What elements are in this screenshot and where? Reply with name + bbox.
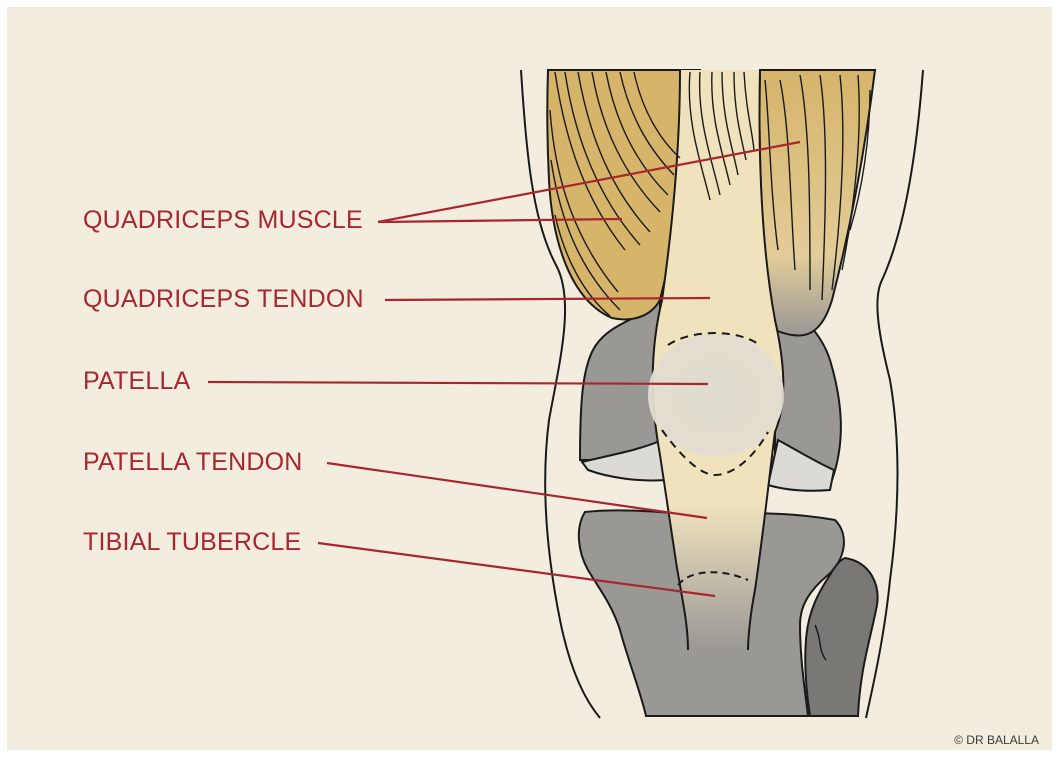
label-patella: PATELLA [83, 367, 190, 396]
label-tibial-tubercle: TIBIAL TUBERCLE [83, 528, 301, 557]
label-quadriceps-muscle: QUADRICEPS MUSCLE [83, 206, 363, 235]
label-patella-tendon: PATELLA TENDON [83, 448, 303, 477]
label-quadriceps-tendon: QUADRICEPS TENDON [83, 285, 364, 314]
copyright-credit: © DR BALALLA [954, 733, 1039, 747]
